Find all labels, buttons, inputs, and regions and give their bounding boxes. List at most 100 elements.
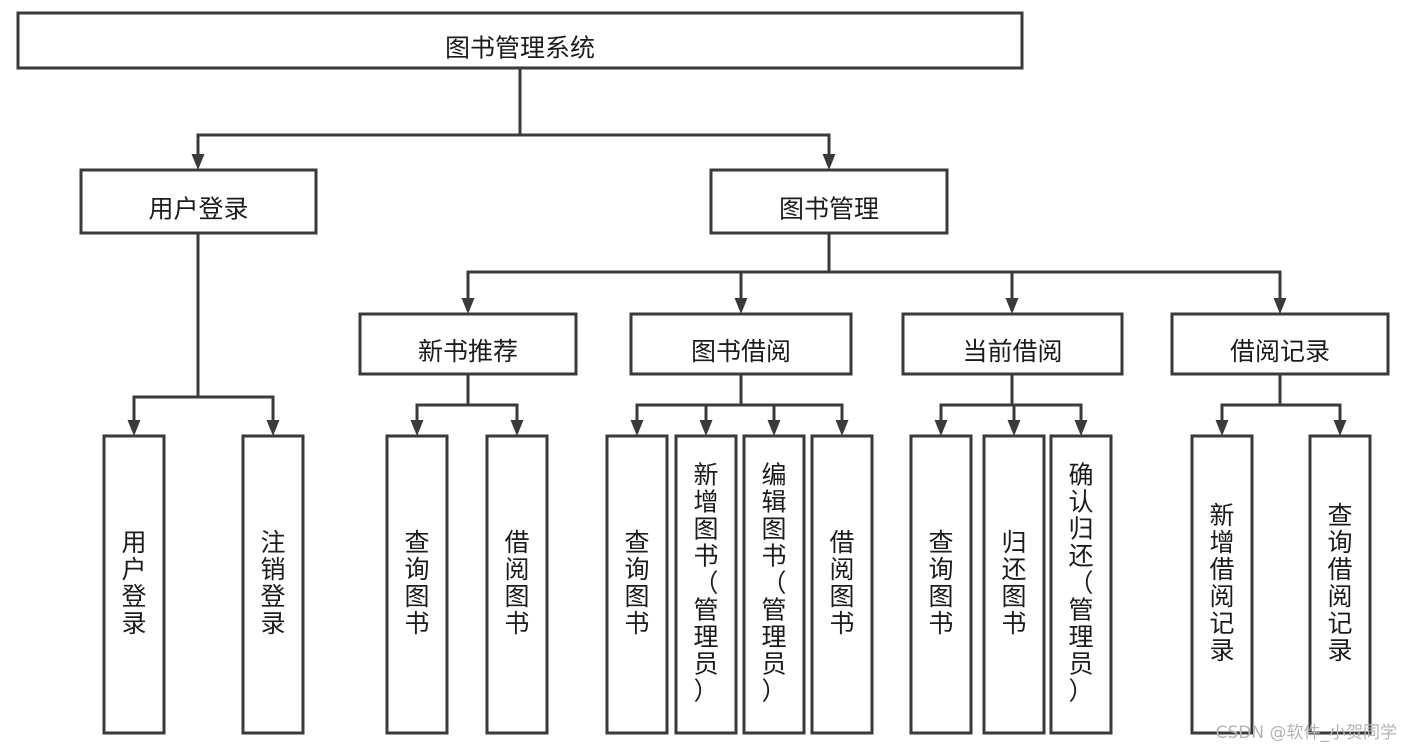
connector-line — [939, 374, 1014, 420]
node-leaf-7[interactable]: 借阅图书 — [810, 434, 874, 735]
connector-line — [466, 374, 519, 420]
node-l3-1[interactable]: 图书借阅 — [629, 312, 853, 376]
node-leaf-10[interactable]: 确认归还（管理员） — [1049, 434, 1113, 735]
leaf-node-label: 查询图书 — [404, 528, 429, 638]
connector-line — [1010, 374, 1083, 420]
connector-line — [704, 374, 743, 420]
node-leaf-4[interactable]: 查询图书 — [605, 434, 669, 735]
node-root[interactable]: 图书管理系统 — [16, 11, 1024, 70]
arrow-head-icon — [822, 154, 836, 170]
arrow-head-icon — [1005, 298, 1019, 314]
connector-line — [415, 374, 470, 420]
connector-l3-1-to-leaf-7 — [739, 374, 849, 436]
leaf-node-box[interactable] — [605, 434, 669, 735]
leaf-node-label: 新增借阅记录 — [1209, 501, 1234, 665]
connector-line — [466, 233, 831, 298]
level3-node-label: 新书推荐 — [418, 337, 518, 366]
connector-line — [739, 374, 776, 420]
leaf-node-label: 新增图书（管理员） — [693, 461, 718, 706]
node-leaf-2[interactable]: 查询图书 — [385, 434, 449, 735]
level3-node-label: 借阅记录 — [1230, 337, 1330, 366]
leaf-node-box[interactable] — [742, 434, 806, 735]
connector-l2-1-to-l3-3 — [827, 233, 1287, 314]
level2-node-box[interactable] — [709, 168, 949, 235]
node-leaf-1[interactable]: 注销登录 — [241, 434, 305, 735]
arrow-head-icon — [191, 154, 205, 170]
node-leaf-0[interactable]: 用户登录 — [102, 434, 166, 735]
arrow-head-icon — [1273, 298, 1287, 314]
leaf-node-box[interactable] — [241, 434, 305, 735]
connector-l2-0-to-leaf-1 — [196, 233, 280, 436]
connector-line — [827, 233, 1282, 298]
node-l3-2[interactable]: 当前借阅 — [901, 312, 1124, 376]
connector-line — [635, 374, 743, 420]
connector-root-to-l2-1 — [518, 68, 836, 170]
arrow-head-icon — [767, 420, 781, 436]
leaf-node-label: 编辑图书（管理员） — [761, 461, 786, 706]
arrow-head-icon — [127, 420, 141, 436]
leaf-node-box[interactable] — [1190, 434, 1254, 735]
arrow-head-icon — [734, 298, 748, 314]
arrow-head-icon — [630, 420, 644, 436]
node-l3-0[interactable]: 新书推荐 — [358, 312, 578, 376]
node-l2-1[interactable]: 图书管理 — [709, 168, 949, 235]
connector-l3-0-to-leaf-3 — [466, 374, 524, 436]
leaf-node-label: 借阅图书 — [829, 528, 854, 638]
leaf-node-label: 查询借阅记录 — [1327, 501, 1352, 665]
leaf-node-box[interactable] — [102, 434, 166, 735]
leaf-node-label: 归还图书 — [1001, 528, 1026, 638]
leaf-node-label: 用户登录 — [121, 528, 146, 638]
node-leaf-12[interactable]: 查询借阅记录 — [1308, 434, 1372, 735]
level3-node-label: 图书借阅 — [691, 337, 791, 366]
connector-l3-0-to-leaf-2 — [410, 374, 470, 436]
leaf-node-label: 查询图书 — [928, 528, 953, 638]
node-leaf-11[interactable]: 新增借阅记录 — [1190, 434, 1254, 735]
level2-node-label: 图书管理 — [779, 195, 879, 224]
level3-node-box[interactable] — [1170, 312, 1390, 376]
arrow-head-icon — [835, 420, 849, 436]
arrow-head-icon — [461, 298, 475, 314]
connector-l3-2-to-leaf-10 — [1010, 374, 1088, 436]
node-leaf-9[interactable]: 归还图书 — [982, 434, 1046, 735]
connector-l3-3-to-leaf-11 — [1215, 374, 1282, 436]
leaf-node-box[interactable] — [674, 434, 738, 735]
leaf-node-box[interactable] — [485, 434, 549, 735]
leaf-node-box[interactable] — [909, 434, 973, 735]
node-leaf-5[interactable]: 新增图书（管理员） — [674, 434, 738, 735]
connector-l2-0-to-leaf-0 — [127, 233, 200, 436]
node-l3-3[interactable]: 借阅记录 — [1170, 312, 1390, 376]
arrow-head-icon — [934, 420, 948, 436]
level3-node-box[interactable] — [358, 312, 578, 376]
connector-line — [196, 68, 522, 154]
arrow-head-icon — [510, 420, 524, 436]
node-leaf-8[interactable]: 查询图书 — [909, 434, 973, 735]
leaf-node-box[interactable] — [1049, 434, 1113, 735]
arrow-head-icon — [1215, 420, 1229, 436]
level2-node-box[interactable] — [79, 168, 318, 235]
level3-node-box[interactable] — [901, 312, 1124, 376]
arrow-head-icon — [410, 420, 424, 436]
node-leaf-6[interactable]: 编辑图书（管理员） — [742, 434, 806, 735]
arrow-head-icon — [699, 420, 713, 436]
connector-line — [196, 233, 275, 420]
leaf-node-box[interactable] — [982, 434, 1046, 735]
node-leaf-3[interactable]: 借阅图书 — [485, 434, 549, 735]
leaf-node-box[interactable] — [810, 434, 874, 735]
level3-node-label: 当前借阅 — [962, 337, 1062, 366]
connector-layer — [127, 68, 1347, 436]
node-l2-0[interactable]: 用户登录 — [79, 168, 318, 235]
leaf-node-label: 确认归还（管理员） — [1068, 461, 1093, 706]
leaf-node-label: 查询图书 — [624, 528, 649, 638]
leaf-node-box[interactable] — [385, 434, 449, 735]
node-layer: 图书管理系统用户登录图书管理新书推荐图书借阅当前借阅借阅记录用户登录注销登录查询… — [16, 11, 1390, 735]
connector-line — [739, 233, 831, 298]
connector-line — [132, 233, 200, 420]
level3-node-box[interactable] — [629, 312, 853, 376]
arrow-head-icon — [1074, 420, 1088, 436]
root-node-box[interactable] — [16, 11, 1024, 70]
arrow-head-icon — [266, 420, 280, 436]
leaf-node-box[interactable] — [1308, 434, 1372, 735]
connector-line — [827, 233, 1014, 298]
